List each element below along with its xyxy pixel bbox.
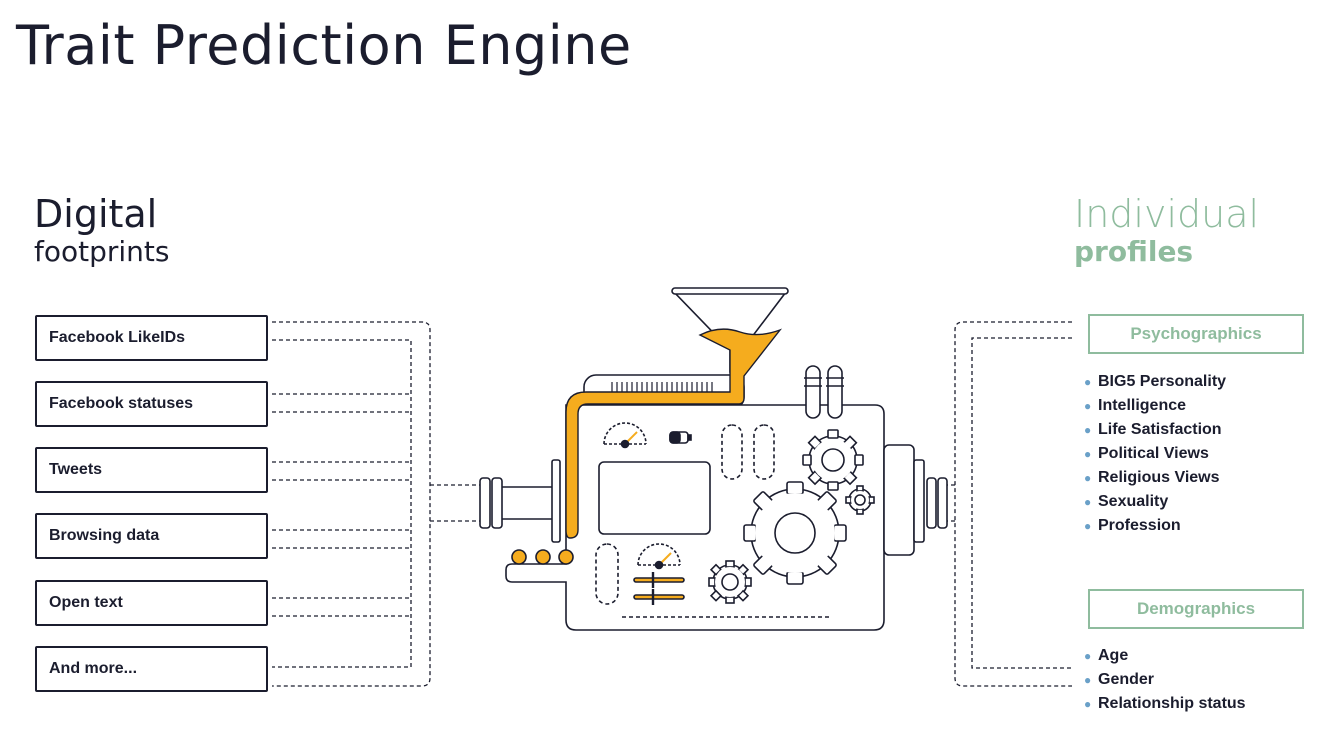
outputs-heading-line1: Individual: [1074, 192, 1260, 236]
capsule: [753, 424, 775, 480]
category-demographics: Demographics: [1088, 589, 1304, 629]
psychographics-list: ●BIG5 Personality ●Intelligence ●Life Sa…: [1084, 370, 1226, 538]
list-item: ●Political Views: [1084, 442, 1226, 466]
button-icon: [558, 549, 574, 565]
pipe-coupling: [491, 477, 503, 529]
category-psychographics: Psychographics: [1088, 314, 1304, 354]
list-item: ●Religious Views: [1084, 466, 1226, 490]
input-box-browsing-data: Browsing data: [35, 513, 268, 559]
button-icon: [535, 549, 551, 565]
input-box-facebook-likeids: Facebook LikeIDs: [35, 315, 268, 361]
input-box-open-text: Open text: [35, 580, 268, 626]
capsule: [595, 543, 619, 605]
inputs-heading-line2: footprints: [34, 235, 170, 268]
output-connectors: [940, 321, 1072, 687]
list-item: ●Profession: [1084, 514, 1226, 538]
bullet-icon: ●: [1084, 423, 1092, 437]
gear-icon: [743, 481, 847, 585]
fluid-stream: [565, 328, 783, 539]
pipe-coupling: [479, 477, 491, 529]
machine-illustration: [479, 287, 948, 631]
tube: [827, 365, 843, 419]
inputs-heading: Digital footprints: [34, 193, 169, 269]
bullet-icon: ●: [1084, 519, 1092, 533]
screen: [598, 461, 711, 535]
gear-icon: [802, 429, 864, 491]
bullet-icon: ●: [1084, 697, 1092, 711]
list-item: ●Sexuality: [1084, 490, 1226, 514]
bullet-icon: ●: [1084, 375, 1092, 389]
slider-icon: [633, 577, 685, 583]
bullet-icon: ●: [1084, 399, 1092, 413]
connector-outer: [272, 321, 431, 687]
connector-inner: [272, 339, 412, 668]
tube: [805, 365, 821, 419]
list-item: ●Age: [1084, 644, 1246, 668]
page-title: Trait Prediction Engine: [16, 14, 632, 77]
list-item: ●Relationship status: [1084, 692, 1246, 716]
capsule: [721, 424, 743, 480]
pipe-flange: [551, 459, 561, 543]
slider-icon: [633, 594, 685, 600]
bullet-icon: ●: [1084, 447, 1092, 461]
gear-icon: [845, 485, 875, 515]
vent-grille: [611, 382, 713, 398]
list-item: ●BIG5 Personality: [1084, 370, 1226, 394]
connector-outer: [954, 321, 1072, 687]
pipe-coupling: [926, 477, 937, 529]
inputs-heading-line1: Digital: [34, 192, 158, 236]
pipe-coupling: [937, 477, 948, 529]
input-box-facebook-statuses: Facebook statuses: [35, 381, 268, 427]
funnel-rim: [671, 287, 789, 295]
list-item: ●Life Satisfaction: [1084, 418, 1226, 442]
side-block: [883, 444, 915, 556]
demographics-list: ●Age ●Gender ●Relationship status: [1084, 644, 1246, 716]
outputs-heading: Individual profiles: [1074, 193, 1259, 269]
gauge-icon: [637, 543, 681, 566]
outputs-heading-line2: profiles: [1074, 235, 1194, 268]
pipe: [502, 486, 552, 520]
input-box-tweets: Tweets: [35, 447, 268, 493]
pipe-flange: [913, 459, 925, 543]
input-connectors: [272, 321, 480, 687]
bullet-icon: ●: [1084, 649, 1092, 663]
gauge-icon: [603, 422, 647, 445]
connector-inner: [971, 337, 1072, 669]
tube-rings: [804, 377, 844, 387]
gear-icon: [708, 560, 752, 604]
button-icon: [511, 549, 527, 565]
bullet-icon: ●: [1084, 471, 1092, 485]
bullet-icon: ●: [1084, 495, 1092, 509]
list-item: ●Intelligence: [1084, 394, 1226, 418]
input-box-and-more: And more...: [35, 646, 268, 692]
list-item: ●Gender: [1084, 668, 1246, 692]
bullet-icon: ●: [1084, 673, 1092, 687]
